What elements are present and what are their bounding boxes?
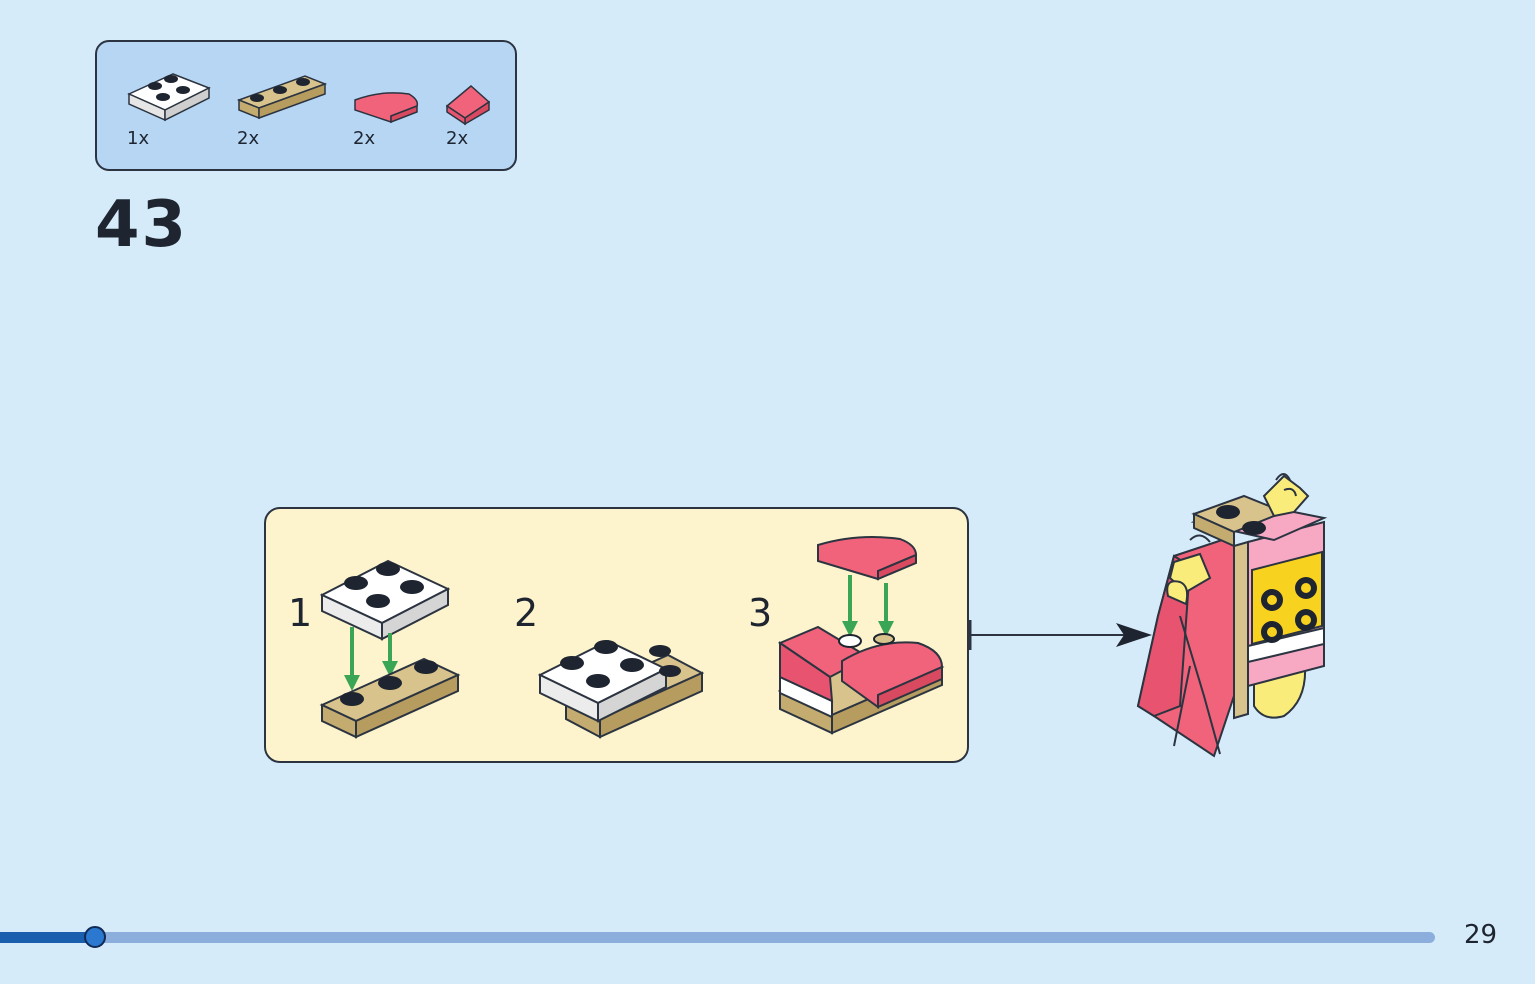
substep-number-1: 1	[288, 591, 313, 635]
model-illustration	[1136, 473, 1328, 758]
progress-knob	[84, 926, 106, 948]
subassembly-box: 1 2 3	[264, 507, 969, 763]
page-number: 29	[1464, 920, 1498, 950]
substep-number-3: 3	[748, 591, 773, 635]
substep-1-illustration	[319, 559, 461, 739]
part-qty-white-plate: 1x	[127, 128, 150, 149]
substep-number-2: 2	[514, 591, 539, 635]
progress-track	[0, 932, 1435, 943]
callout-arrow	[968, 620, 1152, 650]
substep-2-illustration	[538, 639, 705, 739]
parts-list-box: 1x 2x 2x 2x	[95, 40, 517, 171]
progress-fill	[0, 932, 95, 943]
substep-3-illustration	[778, 536, 945, 735]
step-number: 43	[95, 188, 189, 262]
part-qty-tan-plate: 2x	[237, 128, 260, 149]
part-qty-pink-curved-slope: 2x	[353, 128, 376, 149]
part-qty-pink-slope: 2x	[446, 128, 469, 149]
